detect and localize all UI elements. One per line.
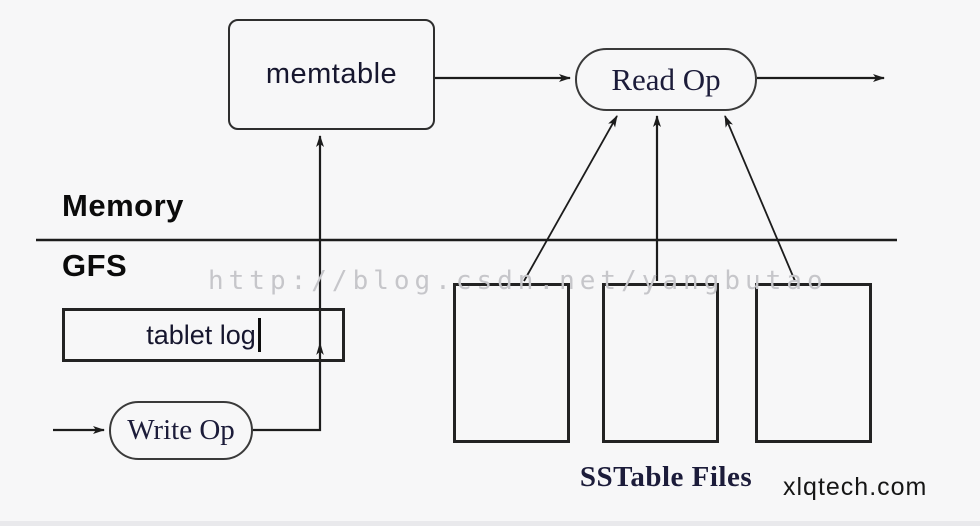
arrow-writeop-to-memtable <box>253 135 324 432</box>
arrow-sstable3-to-readop <box>724 115 796 282</box>
bottom-edge-strip <box>0 521 980 526</box>
site-watermark: xlqtech.com <box>783 473 928 501</box>
write-op-node: Write Op <box>109 401 253 460</box>
memory-region-label: Memory <box>62 188 184 223</box>
write-op-label: Write Op <box>127 414 235 446</box>
tablet-log-label: tablet log <box>146 319 256 350</box>
gfs-region-label: GFS <box>62 248 128 283</box>
sstable-file-3 <box>755 283 872 443</box>
arrowhead-into-tabletlog <box>316 342 324 355</box>
memtable-node: memtable <box>228 19 435 130</box>
memtable-label: memtable <box>265 58 398 90</box>
read-op-node: Read Op <box>575 48 757 111</box>
tablet-log-node: tablet log <box>62 308 345 362</box>
read-op-label: Read Op <box>611 61 721 97</box>
sstable-file-1 <box>453 283 570 443</box>
text-cursor <box>257 318 261 352</box>
sstable-files-caption: SSTable Files <box>579 461 753 493</box>
sstable-file-2 <box>602 283 719 443</box>
arrow-sstable1-to-readop <box>523 115 618 282</box>
